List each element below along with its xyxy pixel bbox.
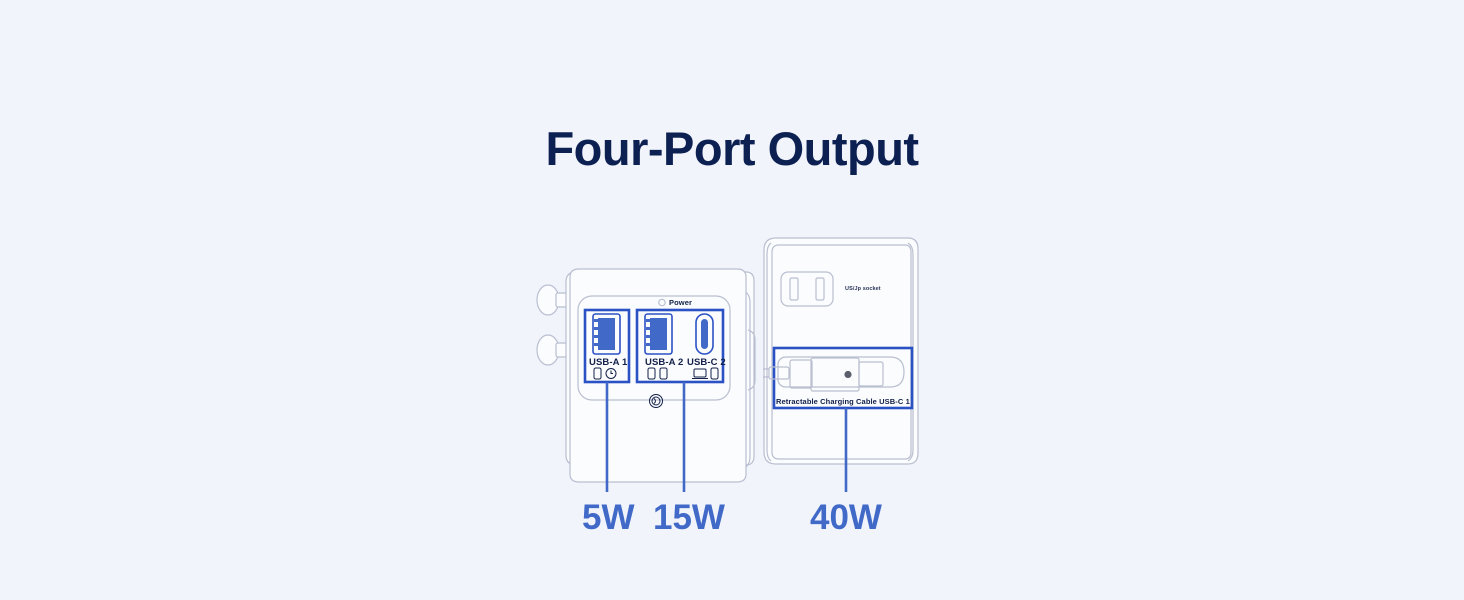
wattage-label-15w: 15W [653,498,725,537]
device-icons-usb-a-2 [647,367,668,380]
wattage-label-5w: 5W [582,498,635,537]
device-icons-usb-c-2 [692,367,719,380]
power-led-icon [658,298,666,307]
phone-icon [659,367,668,380]
watch-icon [605,368,617,379]
socket-slot-left [789,277,799,301]
device-icons-usb-a-1 [593,367,617,380]
plug-prongs [536,284,571,366]
port-label-usb-a-1: USB-A 1 [589,357,628,368]
port-label-usb-c-2: USB-C 2 [687,357,726,368]
port-usb-a-1 [592,313,621,355]
retractable-cable-label: Retractable Charging Cable USB-C 1 [776,397,910,406]
socket-slot-right [815,277,825,301]
adapter-front-body [536,268,756,483]
phone-icon [647,367,656,380]
retractable-charging-cable [763,356,905,392]
phone-icon [710,367,719,380]
highlight-group-usb-c-1 [772,346,914,410]
highlight-group-usb-a2-usb-c2 [635,308,725,384]
certification-badge-icon [649,394,663,408]
adapter-side-body [763,237,919,465]
us-jp-socket [780,271,834,307]
page-title: Four-Port Output [545,122,919,175]
port-usb-a-2 [644,313,673,355]
laptop-icon [693,368,707,378]
port-usb-c-2 [695,313,714,355]
phone-icon [593,367,602,380]
power-label: Power [669,298,693,307]
socket-label: US/Jp socket [845,286,881,292]
wattage-label-40w: 40W [810,498,882,537]
port-label-usb-a-2: USB-A 2 [645,357,684,368]
